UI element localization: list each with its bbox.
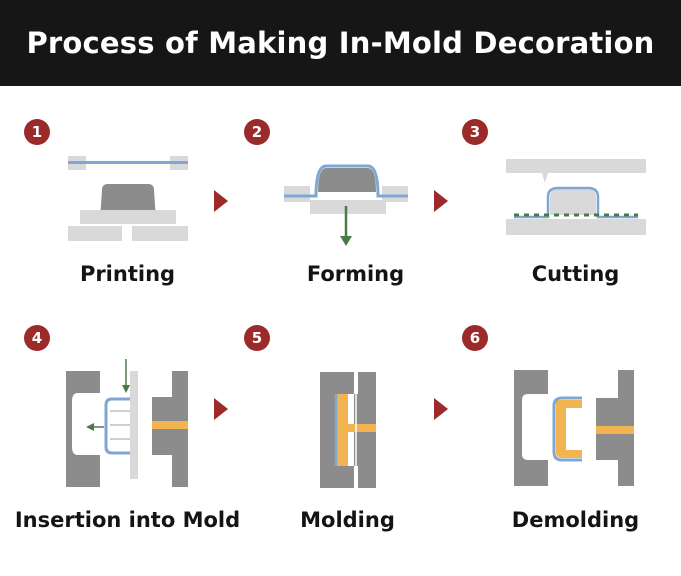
- page-title: Process of Making In-Mold Decoration: [26, 26, 655, 60]
- step-3-number: 3: [469, 123, 481, 141]
- title-banner: Process of Making In-Mold Decoration: [0, 0, 681, 86]
- forming-base: [310, 200, 386, 214]
- step-3-badge: 3: [462, 119, 488, 145]
- molding-illustration: [320, 372, 376, 488]
- step-2-badge: 2: [244, 119, 270, 145]
- step-1-badge: 1: [24, 119, 50, 145]
- step-6-number: 6: [469, 329, 481, 347]
- cutter-blade: [542, 173, 548, 183]
- demolding-illustration: [514, 370, 634, 486]
- formed-film: [284, 164, 408, 198]
- step-1-number: 1: [31, 123, 43, 141]
- print-base-left: [68, 226, 122, 241]
- finished-part: [556, 400, 582, 458]
- cutter-top-plate: [506, 159, 646, 173]
- insertion-illustration: [66, 359, 188, 487]
- step-5-label: Molding: [300, 508, 395, 532]
- step-4-label: Insertion into Mold: [14, 508, 241, 532]
- step-arrow-2-icon: [434, 190, 448, 212]
- insertion-left-mold: [66, 371, 100, 487]
- cutting-base: [506, 219, 646, 235]
- cutting-mold: [550, 189, 596, 215]
- step-5-number: 5: [251, 329, 263, 347]
- demolding-resin-gate: [596, 426, 634, 434]
- step-arrow-3-icon: [214, 398, 228, 420]
- robot-plate: [130, 371, 138, 479]
- cutting-illustration: [506, 159, 646, 235]
- step-1-label: Printing: [79, 262, 176, 286]
- step-3-label: Cutting: [531, 262, 620, 286]
- step-arrow-4-icon: [434, 398, 448, 420]
- insertion-resin-gate: [152, 421, 188, 429]
- print-base-right: [132, 226, 188, 241]
- vacuum-arrow-icon: [340, 236, 352, 246]
- forming-right-clamp: [382, 186, 408, 202]
- finished-part-film: [552, 396, 582, 462]
- step-6-label: Demolding: [511, 508, 640, 532]
- forming-mold: [318, 168, 376, 192]
- step-2-number: 2: [251, 123, 263, 141]
- left-arrow-icon: [86, 423, 94, 431]
- demolding-left-mold: [514, 370, 548, 486]
- print-base: [80, 210, 176, 224]
- inserted-film: [104, 397, 130, 455]
- cut-film: [514, 186, 638, 219]
- step-5-badge: 5: [244, 325, 270, 351]
- down-arrow-icon: [122, 385, 130, 393]
- step-4-number: 4: [31, 329, 43, 347]
- step-2-label: Forming: [306, 262, 405, 286]
- molding-left-mold: [320, 372, 354, 488]
- printing-illustration: [68, 156, 188, 241]
- step-4-badge: 4: [24, 325, 50, 351]
- film-sheet: [68, 161, 188, 164]
- step-arrow-1-icon: [214, 190, 228, 212]
- step-6-badge: 6: [462, 325, 488, 351]
- forming-illustration: [284, 164, 408, 246]
- forming-left-clamp: [284, 186, 310, 202]
